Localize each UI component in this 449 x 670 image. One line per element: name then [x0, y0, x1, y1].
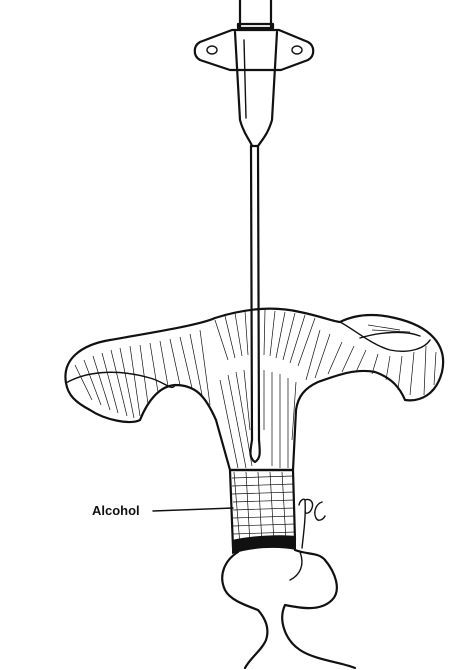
artist-signature [299, 499, 325, 548]
lower-organ [222, 550, 355, 668]
catheter-hub [195, 0, 314, 146]
alcohol-label-text: Alcohol [92, 503, 140, 518]
catheter-tube [250, 146, 259, 462]
alcohol-label: Alcohol [92, 503, 233, 518]
alcohol-leader-line [153, 508, 233, 511]
uterus-fallopian-tubes [65, 309, 443, 470]
alcohol-segment [230, 470, 296, 554]
